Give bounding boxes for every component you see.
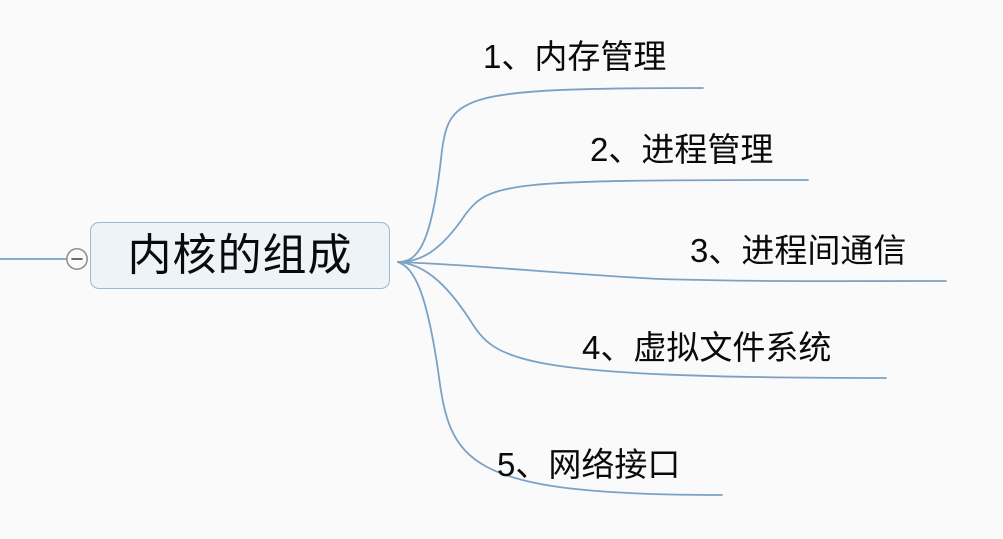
branch-node-5[interactable]: 5、网络接口 <box>497 446 681 483</box>
collapse-toggle-icon[interactable] <box>65 247 89 271</box>
root-node-label: 内核的组成 <box>127 230 353 280</box>
branch-node-4[interactable]: 4、虚拟文件系统 <box>582 329 832 366</box>
branch-node-2[interactable]: 2、进程管理 <box>590 131 774 168</box>
root-node[interactable]: 内核的组成 <box>90 222 390 289</box>
branch-edge-1 <box>397 87 704 263</box>
branch-node-3[interactable]: 3、进程间通信 <box>690 232 907 269</box>
branch-node-1[interactable]: 1、内存管理 <box>483 38 667 75</box>
